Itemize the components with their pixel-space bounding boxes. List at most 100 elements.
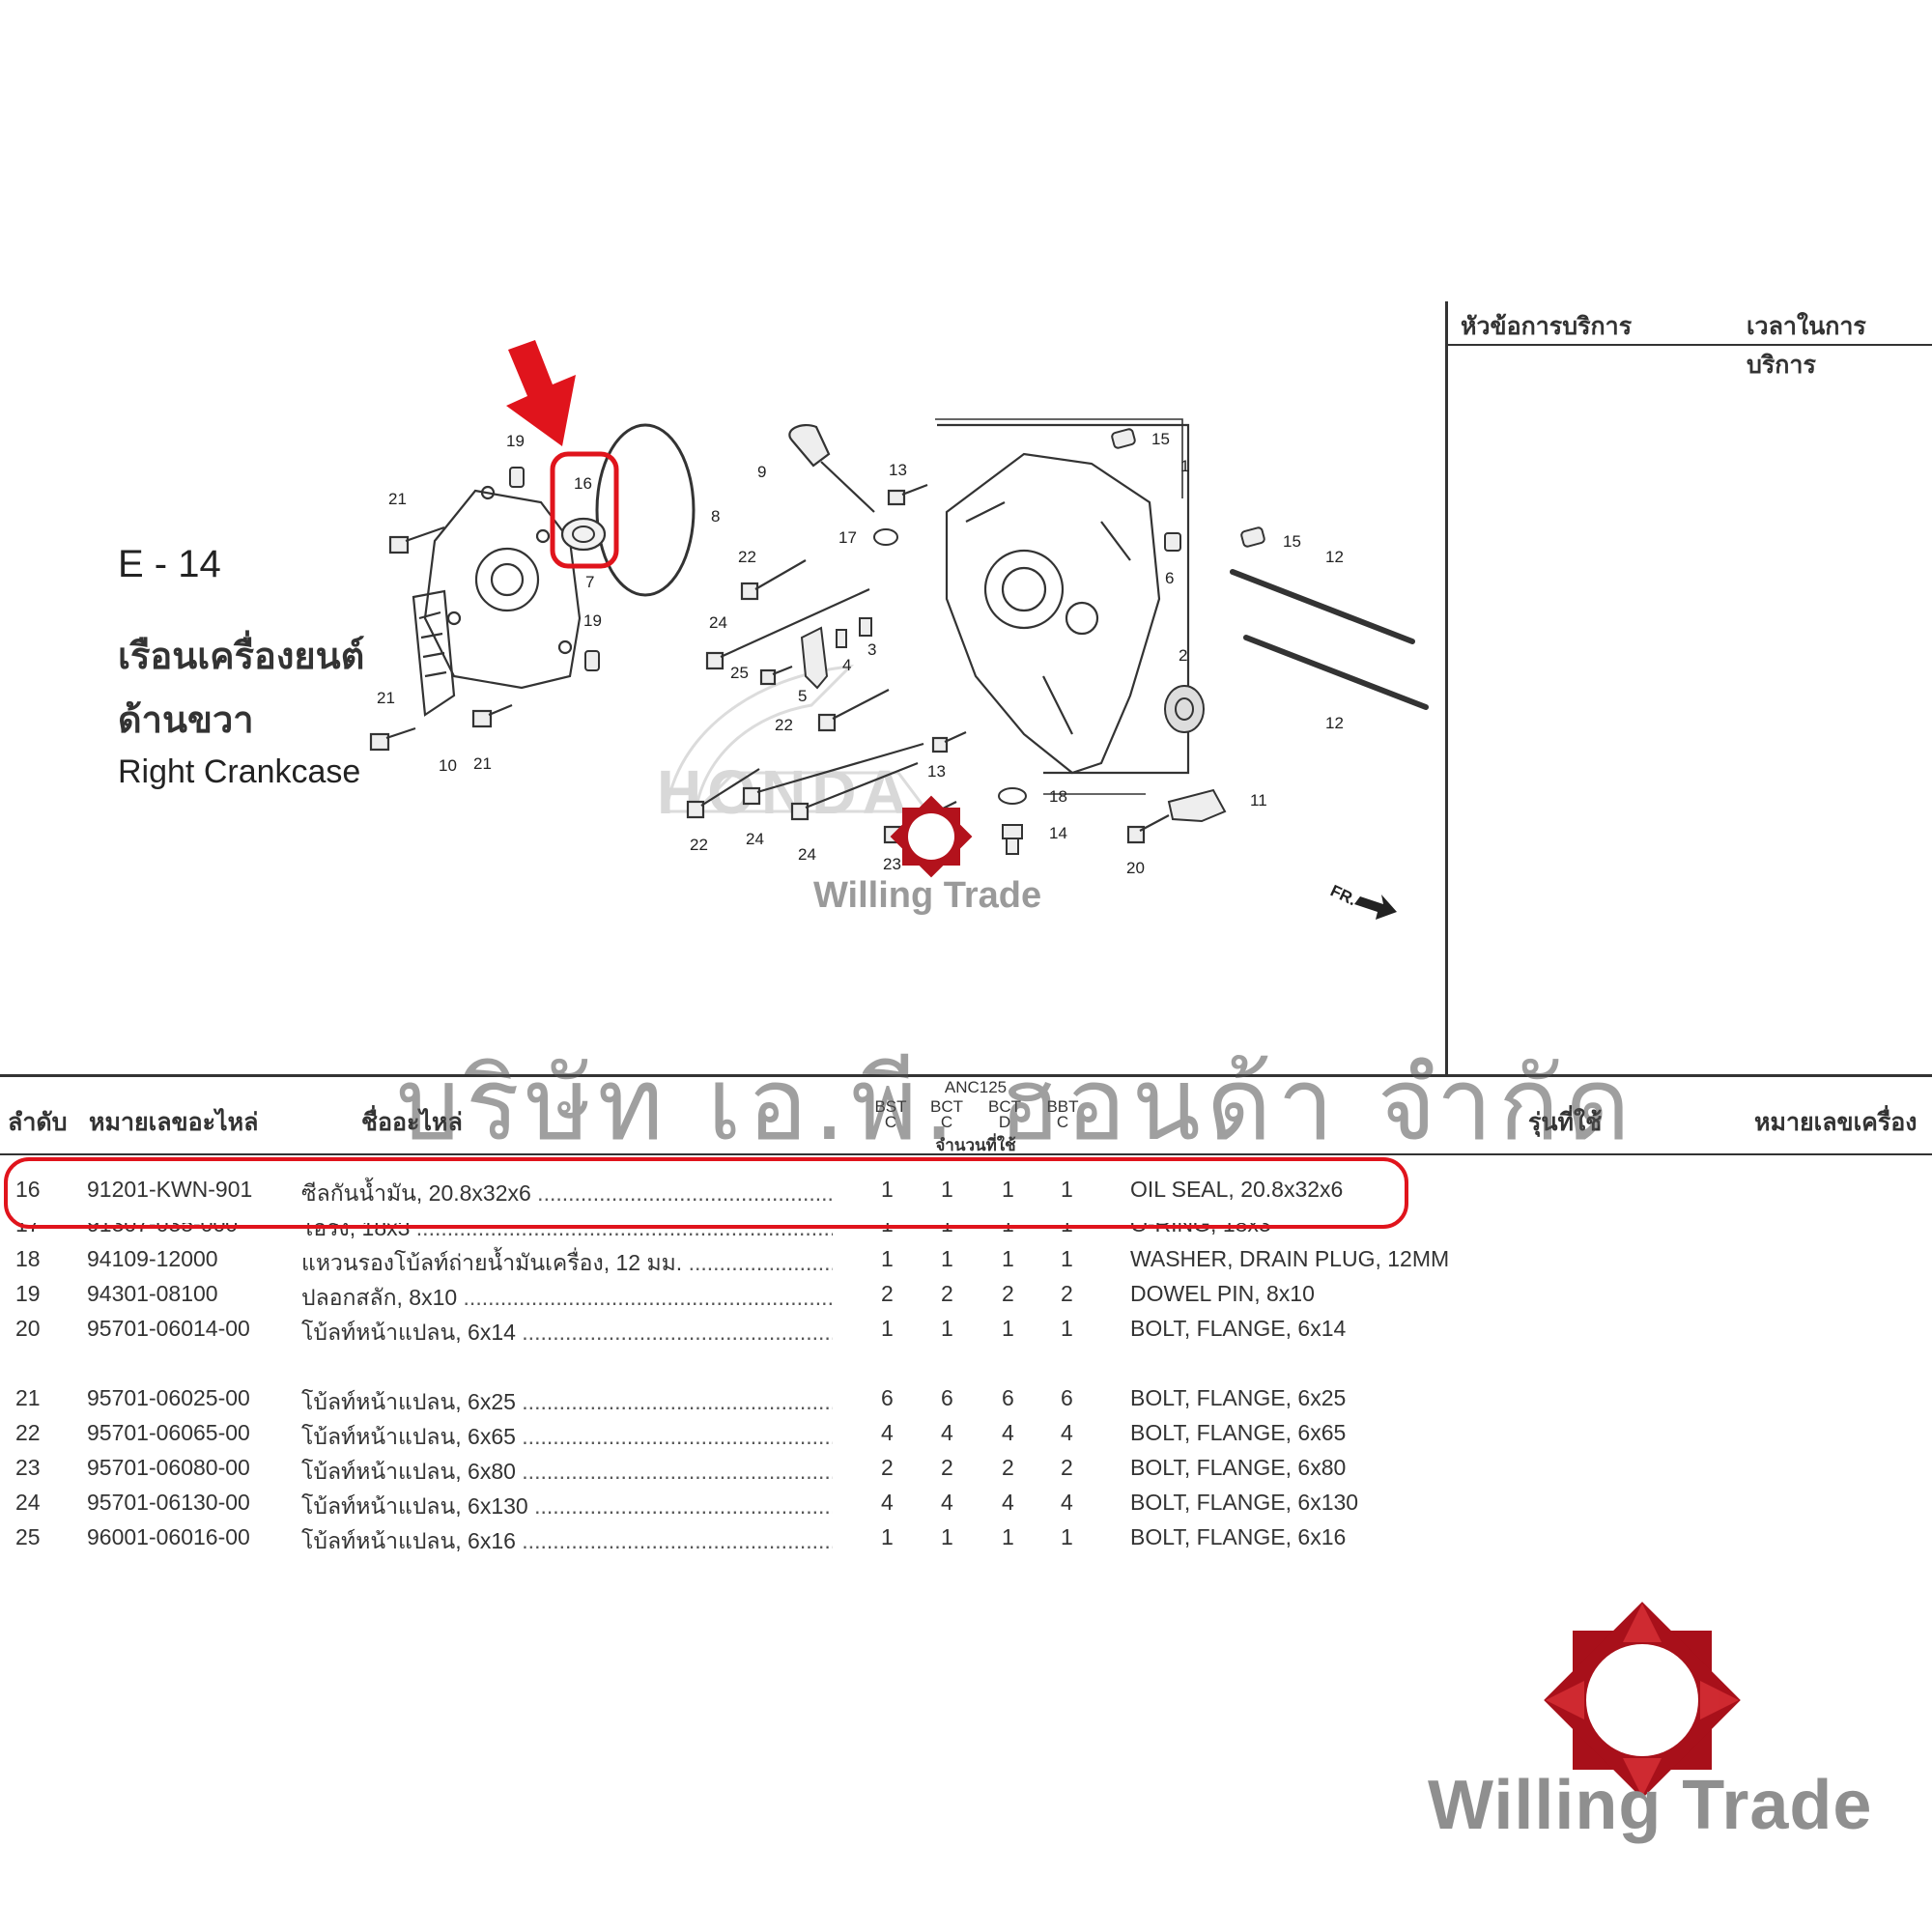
callout-11: 11	[1250, 791, 1267, 810]
row-part-name-th: ซีลกันน้ำมัน, 20.8x32x6	[301, 1177, 833, 1211]
row-number: 24	[15, 1490, 41, 1515]
row-qty-3: 4	[1002, 1490, 1014, 1515]
callout-13: 13	[889, 461, 907, 479]
row-qty-4: 4	[1061, 1490, 1073, 1515]
col-header-variant-1: BST C	[874, 1097, 907, 1131]
row-qty-2: 4	[941, 1490, 953, 1515]
row-part-number: 95701-06065-00	[87, 1420, 250, 1445]
callout-21: 21	[377, 689, 395, 707]
row-number: 25	[15, 1524, 41, 1549]
dowel-pin-part-15	[1111, 428, 1136, 449]
callout-24: 24	[746, 830, 764, 848]
row-part-name-en: BOLT, FLANGE, 6x14	[1130, 1316, 1347, 1341]
row-qty-3: 1	[1002, 1246, 1014, 1271]
callout-21: 21	[473, 754, 492, 773]
bolt-group-long	[686, 483, 1170, 844]
willing-trade-logo-big	[1544, 1602, 1741, 1799]
row-part-name-th: โบ้ลท์หน้าแปลน, 6x65	[301, 1420, 833, 1455]
callout-3: 3	[867, 640, 876, 659]
row-qty-4: 1	[1061, 1524, 1073, 1549]
callout-20: 20	[1126, 859, 1145, 877]
callout-4: 4	[842, 656, 851, 674]
part-16-highlight	[550, 451, 619, 569]
col-header-part-name: ชื่ออะไหล่	[361, 1109, 463, 1136]
callout-19: 19	[506, 432, 525, 450]
row-qty-4: 1	[1061, 1246, 1073, 1271]
red-pointer-arrow-icon	[506, 340, 576, 446]
table-top-rule	[0, 1074, 1932, 1077]
section-title-en: Right Crankcase	[118, 753, 361, 790]
callout-23: 23	[883, 855, 901, 873]
row-qty-4: 6	[1061, 1385, 1073, 1410]
col-header-model: ANC125	[944, 1078, 1008, 1096]
row-qty-2: 4	[941, 1420, 953, 1445]
row-qty-1: 2	[881, 1281, 894, 1306]
callout-18: 18	[1049, 787, 1067, 806]
willing-trade-watermark-small: Willing Trade	[813, 875, 1042, 916]
callout-16: 16	[574, 474, 592, 493]
col-header-part-no: หมายเลขอะไหล่	[89, 1109, 259, 1136]
bracket-part-11	[1167, 788, 1227, 823]
plunger-part-3	[859, 617, 872, 637]
callout-15: 15	[1151, 430, 1170, 448]
row-qty-1: 1	[881, 1524, 894, 1549]
row-part-name-th: โบ้ลท์หน้าแปลน, 6x25	[301, 1385, 833, 1420]
callout-10: 10	[439, 756, 457, 775]
callout-14: 14	[1049, 824, 1067, 842]
willing-trade-logo-small	[890, 795, 973, 878]
row-qty-2: 1	[941, 1524, 953, 1549]
dowel-pin-part-19b	[584, 650, 600, 671]
row-part-name-en: BOLT, FLANGE, 6x65	[1130, 1420, 1347, 1445]
row-part-name-th: โบ้ลท์หน้าแปลน, 6x14	[301, 1316, 833, 1350]
row-qty-3: 2	[1002, 1455, 1014, 1480]
row-16-highlight	[4, 1157, 1408, 1229]
row-part-name-en: BOLT, FLANGE, 6x16	[1130, 1524, 1347, 1549]
row-part-name-th: ปลอกสลัก, 8x10	[301, 1281, 833, 1316]
row-qty-1: 6	[881, 1385, 894, 1410]
honda-wing-watermark	[665, 665, 930, 813]
row-part-number: 95701-06130-00	[87, 1490, 250, 1515]
callout-22: 22	[775, 716, 793, 734]
row-qty-2: 6	[941, 1385, 953, 1410]
row-qty-3: 1	[1002, 1316, 1014, 1341]
row-number: 20	[15, 1316, 41, 1341]
oil-seal-part-16	[560, 517, 607, 552]
row-part-name-th: โบ้ลท์หน้าแปลน, 6x80	[301, 1455, 833, 1490]
pin-part-6	[1164, 532, 1181, 552]
row-part-number: 91201-KWN-901	[87, 1177, 253, 1202]
callout-6: 6	[1165, 569, 1174, 587]
col-header-engine-no: หมายเลขเครื่อง	[1754, 1109, 1918, 1136]
row-part-number: 95701-06014-00	[87, 1316, 250, 1341]
crankcase-callout-box	[935, 418, 1183, 795]
row-part-name-th: โบ้ลท์หน้าแปลน, 6x130	[301, 1490, 833, 1524]
callout-19: 19	[583, 611, 602, 630]
row-part-name-th: แหวนรองโบ้ลท์ถ่ายน้ำมันเครื่อง, 12 มม.	[301, 1246, 833, 1281]
row-qty-1: 2	[881, 1455, 894, 1480]
stud-bolts-part-12	[1230, 569, 1429, 710]
col-header-variant-3: BCT D	[988, 1097, 1021, 1131]
drain-plug-part-14	[1002, 824, 1023, 855]
callout-numbers: 1234567891011121213131415151617181919202…	[377, 430, 1359, 909]
callout-1: 1	[1180, 457, 1189, 475]
row-part-number: 94109-12000	[87, 1246, 218, 1271]
callout-13: 13	[927, 762, 946, 781]
row-qty-4: 4	[1061, 1420, 1073, 1445]
row-part-number: 96001-06016-00	[87, 1524, 250, 1549]
table-header-rule	[0, 1153, 1932, 1155]
row-qty-3: 4	[1002, 1420, 1014, 1445]
callout-8: 8	[711, 507, 720, 526]
dowel-pin-part-15b	[1240, 526, 1265, 548]
front-label: FR.	[1327, 881, 1359, 909]
willing-trade-brand-text: Willing Trade	[1428, 1767, 1873, 1844]
row-number: 22	[15, 1420, 41, 1445]
callout-12: 12	[1325, 548, 1344, 566]
section-title-th-line2: ด้านขวา	[118, 700, 254, 741]
callout-15: 15	[1283, 532, 1301, 551]
row-qty-1: 1	[881, 1177, 894, 1202]
o-ring-part-8	[595, 423, 696, 597]
washer-part-18	[998, 787, 1027, 805]
service-panel-divider	[1445, 301, 1448, 1074]
